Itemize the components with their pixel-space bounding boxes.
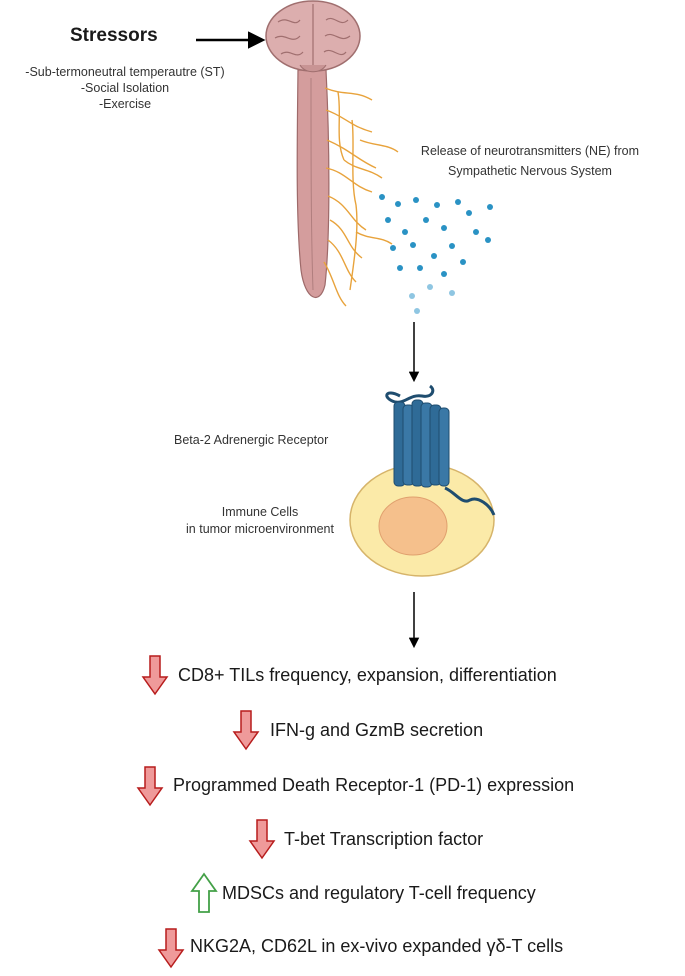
effect-arrow-down (232, 710, 260, 751)
neurotransmitter-particles (379, 194, 493, 314)
immune-cells-label: Immune Cells in tumor microenvironment (160, 504, 360, 538)
effect-text: NKG2A, CD62L in ex-vivo expanded γδ-T ce… (190, 936, 564, 956)
neurotransmitter-label-line: Release of neurotransmitters (NE) from (420, 144, 640, 158)
effect-text: IFN-g and GzmB secretion (270, 720, 484, 740)
immune-cells-label-line: Immune Cells (221, 505, 299, 519)
effect-arrow-down (157, 928, 185, 969)
stressor-item: -Social Isolation (80, 81, 170, 95)
spinal-cord (296, 69, 330, 298)
immune-cell (349, 463, 495, 577)
effect-text: T-bet Transcription factor (284, 829, 484, 849)
stressors-title: Stressors (70, 25, 158, 46)
brain-icon (265, 0, 361, 73)
effect-arrow-down (141, 655, 169, 696)
receptor-label: Beta-2 Adrenergic Receptor (174, 433, 329, 447)
effect-text: Programmed Death Receptor-1 (PD-1) expre… (173, 775, 575, 795)
neurotransmitter-label-line: Sympathetic Nervous System (448, 164, 612, 178)
effect-arrows (136, 655, 276, 969)
beta2-receptor-icon (385, 384, 496, 516)
effect-text: MDSCs and regulatory T-cell frequency (222, 883, 536, 903)
effect-arrow-up (190, 872, 218, 913)
effect-arrow-down (136, 766, 164, 807)
stressors-list: -Sub-termoneutral temperautre (ST) -Soci… (0, 64, 250, 112)
effect-arrow-down (248, 819, 276, 860)
stressor-item: -Sub-termoneutral temperautre (ST) (25, 65, 225, 79)
sympathetic-nerves (323, 87, 399, 307)
immune-cells-label-line: in tumor microenvironment (186, 522, 334, 536)
neurotransmitter-label: Release of neurotransmitters (NE) from S… (395, 141, 665, 181)
stressor-item: -Exercise (98, 97, 152, 111)
effect-text: CD8+ TILs frequency, expansion, differen… (178, 665, 557, 685)
